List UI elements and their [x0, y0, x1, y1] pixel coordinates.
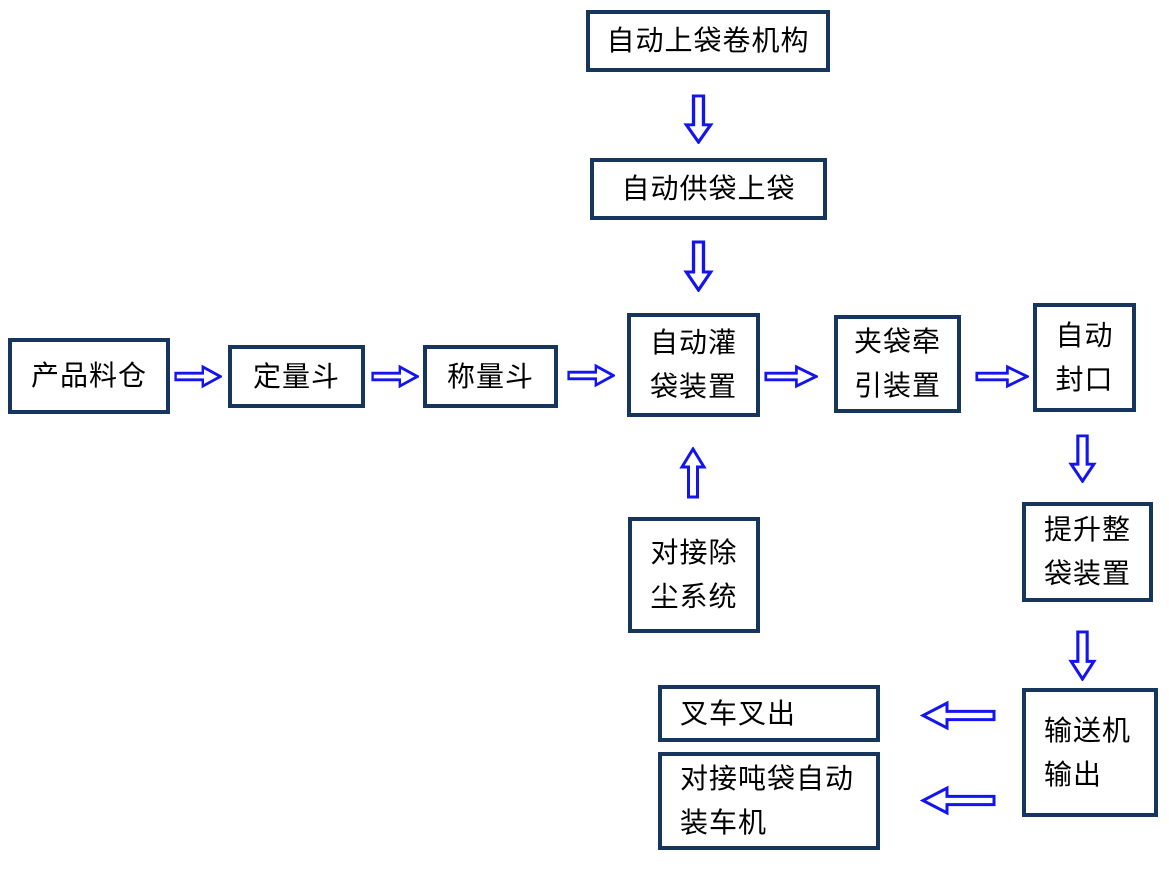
arrow-right-icon	[567, 363, 615, 388]
node-bag-supply-loading: 自动供袋上袋	[590, 158, 827, 220]
arrow-right-icon	[764, 364, 818, 389]
node-label: 封口	[1055, 362, 1114, 396]
arrow-right-icon	[371, 364, 419, 389]
node-label: 定量斗	[252, 359, 340, 393]
node-label: 自动供袋上袋	[621, 172, 796, 205]
arrow-down-icon	[1068, 434, 1097, 483]
node-weighing-hopper: 称量斗	[423, 345, 558, 408]
arrow-right-icon	[975, 364, 1029, 389]
arrow-left-icon	[920, 785, 996, 816]
node-auto-bag-filling-device: 自动灌 袋装置	[627, 313, 760, 417]
node-bag-clamp-traction-device: 夹袋牵 引装置	[834, 315, 961, 413]
node-label: 自动	[1055, 318, 1114, 352]
node-bag-lifting-device: 提升整 袋装置	[1022, 502, 1153, 602]
node-forklift-out: 叉车叉出	[658, 685, 880, 742]
node-dust-removal-system: 对接除 尘系统	[628, 517, 760, 633]
node-label: 尘系统	[650, 580, 738, 613]
node-label: 对接除	[650, 536, 738, 569]
arrow-up-icon	[679, 447, 707, 499]
node-bag-roll-mechanism: 自动上袋卷机构	[586, 10, 830, 72]
node-label: 对接吨袋自动	[680, 762, 855, 795]
node-label: 夹袋牵	[853, 325, 941, 358]
node-ton-bag-truck-loader: 对接吨袋自动 装车机	[658, 752, 880, 850]
node-label: 产品料仓	[30, 359, 147, 392]
node-label: 提升整	[1043, 513, 1131, 546]
node-product-silo: 产品料仓	[8, 338, 170, 414]
node-label: 自动上袋卷机构	[606, 24, 810, 57]
node-label: 引装置	[853, 369, 941, 402]
node-conveyor-output: 输送机 输出	[1022, 688, 1158, 817]
node-label: 袋装置	[1043, 557, 1131, 590]
node-label: 袋装置	[649, 370, 737, 403]
node-label: 自动灌	[649, 326, 737, 359]
node-label: 叉车叉出	[680, 696, 797, 730]
arrow-down-icon	[683, 240, 714, 292]
node-label: 称量斗	[446, 359, 534, 393]
arrow-right-icon	[174, 364, 222, 389]
node-label: 输送机	[1044, 713, 1132, 747]
node-auto-sealing: 自动 封口	[1033, 303, 1136, 412]
node-label: 装车机	[680, 806, 768, 839]
arrow-down-icon	[683, 94, 714, 144]
node-label: 输出	[1044, 757, 1103, 791]
node-dosing-hopper: 定量斗	[228, 345, 365, 408]
arrow-down-icon	[1068, 630, 1097, 681]
arrow-left-icon	[920, 700, 996, 731]
